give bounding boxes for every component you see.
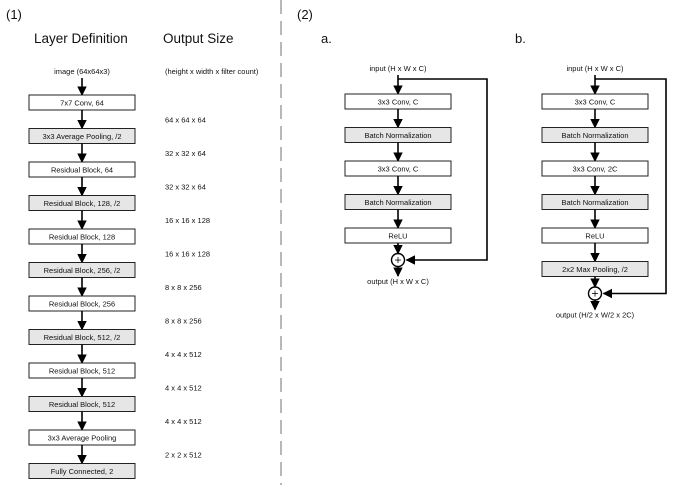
- input-image-label: image (64x64x3): [54, 67, 110, 76]
- b-add-icon: +: [591, 287, 598, 301]
- p1-output-size-10: 2 x 2 x 512: [165, 450, 202, 459]
- p1-output-size-0: 64 x 64 x 64: [165, 115, 206, 124]
- p1-output-size-4: 16 x 16 x 128: [165, 249, 210, 258]
- p1-layer-9-label: Residual Block, 512: [49, 400, 115, 409]
- a-input-label: input (H x W x C): [369, 64, 427, 73]
- a-layer-4: ReLU: [344, 227, 452, 244]
- p1-layer-7: Residual Block, 512, /2: [28, 329, 136, 345]
- residual-block-a: input (H x W x C) 3x3 Conv, C Batch Normal…: [344, 64, 488, 286]
- b-layer-1: Batch Normalization: [541, 127, 649, 143]
- a-layer-0: 3x3 Conv, C: [344, 93, 452, 110]
- p1-layer-2: Residual Block, 64: [28, 161, 136, 178]
- p1-output-size-5: 8 x 8 x 256: [165, 283, 202, 292]
- a-layer-0-label: 3x3 Conv, C: [378, 98, 419, 107]
- b-layer-5: 2x2 Max Pooling, /2: [541, 261, 649, 277]
- p1-layer-1: 3x3 Average Pooling, /2: [28, 128, 136, 144]
- p1-layer-1-label: 3x3 Average Pooling, /2: [42, 132, 121, 141]
- p1-layer-6-label: Residual Block, 256: [49, 300, 115, 309]
- p1-layer-3-label: Residual Block, 128, /2: [44, 199, 121, 208]
- a-layer-4-label: ReLU: [388, 232, 407, 241]
- b-layer-4-label: ReLU: [585, 232, 604, 241]
- b-input-label: input (H x W x C): [566, 64, 624, 73]
- p1-output-size-2: 32 x 32 x 64: [165, 182, 206, 191]
- p1-layer-6: Residual Block, 256: [28, 295, 136, 312]
- p1-output-size-9: 4 x 4 x 512: [165, 417, 202, 426]
- b-layer-5-label: 2x2 Max Pooling, /2: [562, 265, 628, 274]
- p1-layer-4-label: Residual Block, 128: [49, 233, 115, 242]
- b-layer-3-label: Batch Normalization: [561, 198, 628, 207]
- a-layer-3-label: Batch Normalization: [364, 198, 431, 207]
- layer-definition-header: Layer Definition: [34, 31, 128, 46]
- p1-layer-8: Residual Block, 512: [28, 362, 136, 379]
- b-layer-0: 3x3 Conv, C: [541, 93, 649, 110]
- b-output-label: output (H/2 x W/2 x 2C): [556, 311, 635, 320]
- output-size-header: Output Size: [163, 31, 234, 46]
- p1-layer-8-label: Residual Block, 512: [49, 367, 115, 376]
- a-output-label: output (H x W x C): [367, 277, 429, 286]
- p1-output-size-3: 16 x 16 x 128: [165, 216, 210, 225]
- b-skip-connection: [595, 78, 667, 299]
- p1-layer-10-label: 3x3 Average Pooling: [48, 434, 117, 443]
- p1-layer-0: 7x7 Conv, 64: [28, 94, 136, 111]
- a-layer-3: Batch Normalization: [344, 194, 452, 210]
- p1-output-size-6: 8 x 8 x 256: [165, 316, 202, 325]
- residual-block-b: input (H x W x C) 3x3 Conv, C Batch Normal…: [541, 64, 667, 320]
- p1-layer-4: Residual Block, 128: [28, 228, 136, 245]
- block-b-label: b.: [515, 31, 526, 46]
- part1-output-sizes: 64 x 64 x 64 32 x 32 x 64 32 x 32 x 64 16 x…: [165, 115, 210, 459]
- p1-layer-3: Residual Block, 128, /2: [28, 195, 136, 211]
- a-layer-1-label: Batch Normalization: [364, 131, 431, 140]
- b-layer-0-label: 3x3 Conv, C: [575, 98, 616, 107]
- p1-layer-0-label: 7x7 Conv, 64: [60, 99, 104, 108]
- a-layer-1: Batch Normalization: [344, 127, 452, 143]
- p1-layer-11-box: [28, 463, 136, 479]
- p1-layer-9: Residual Block, 512: [28, 396, 136, 412]
- b-layer-2: 3x3 Conv, 2C: [541, 160, 649, 177]
- b-layer-2-label: 3x3 Conv, 2C: [573, 165, 618, 174]
- b-layer-3: Batch Normalization: [541, 194, 649, 210]
- p1-layer-2-label: Residual Block, 64: [51, 166, 113, 175]
- part2-label: (2): [297, 7, 313, 22]
- part1-label: (1): [6, 7, 22, 22]
- p1-layer-7-label: Residual Block, 512, /2: [44, 333, 121, 342]
- p1-layer-5-label: Residual Block, 256, /2: [44, 266, 121, 275]
- b-layer-4: ReLU: [541, 227, 649, 244]
- p1-output-size-8: 4 x 4 x 512: [165, 383, 202, 392]
- a-add-icon: +: [394, 253, 401, 267]
- a-layer-2-label: 3x3 Conv, C: [378, 165, 419, 174]
- p1-layer-10: 3x3 Average Pooling: [28, 429, 136, 446]
- a-skip-connection: [398, 78, 488, 265]
- output-size-note: (height x width x filter count): [165, 67, 259, 76]
- part1-layer-stack: 7x7 Conv, 64 3x3 Average Pooling, /2 Resid…: [28, 78, 136, 479]
- p1-layer-5: Residual Block, 256, /2: [28, 262, 136, 278]
- a-layer-2: 3x3 Conv, C: [344, 160, 452, 177]
- p1-output-size-1: 32 x 32 x 64: [165, 149, 206, 158]
- p1-layer-11: Fully Connected, 2: [28, 463, 136, 479]
- block-a-label: a.: [321, 31, 332, 46]
- p1-layer-11-label: Fully Connected, 2: [51, 467, 114, 476]
- p1-output-size-7: 4 x 4 x 512: [165, 350, 202, 359]
- b-layer-1-label: Batch Normalization: [561, 131, 628, 140]
